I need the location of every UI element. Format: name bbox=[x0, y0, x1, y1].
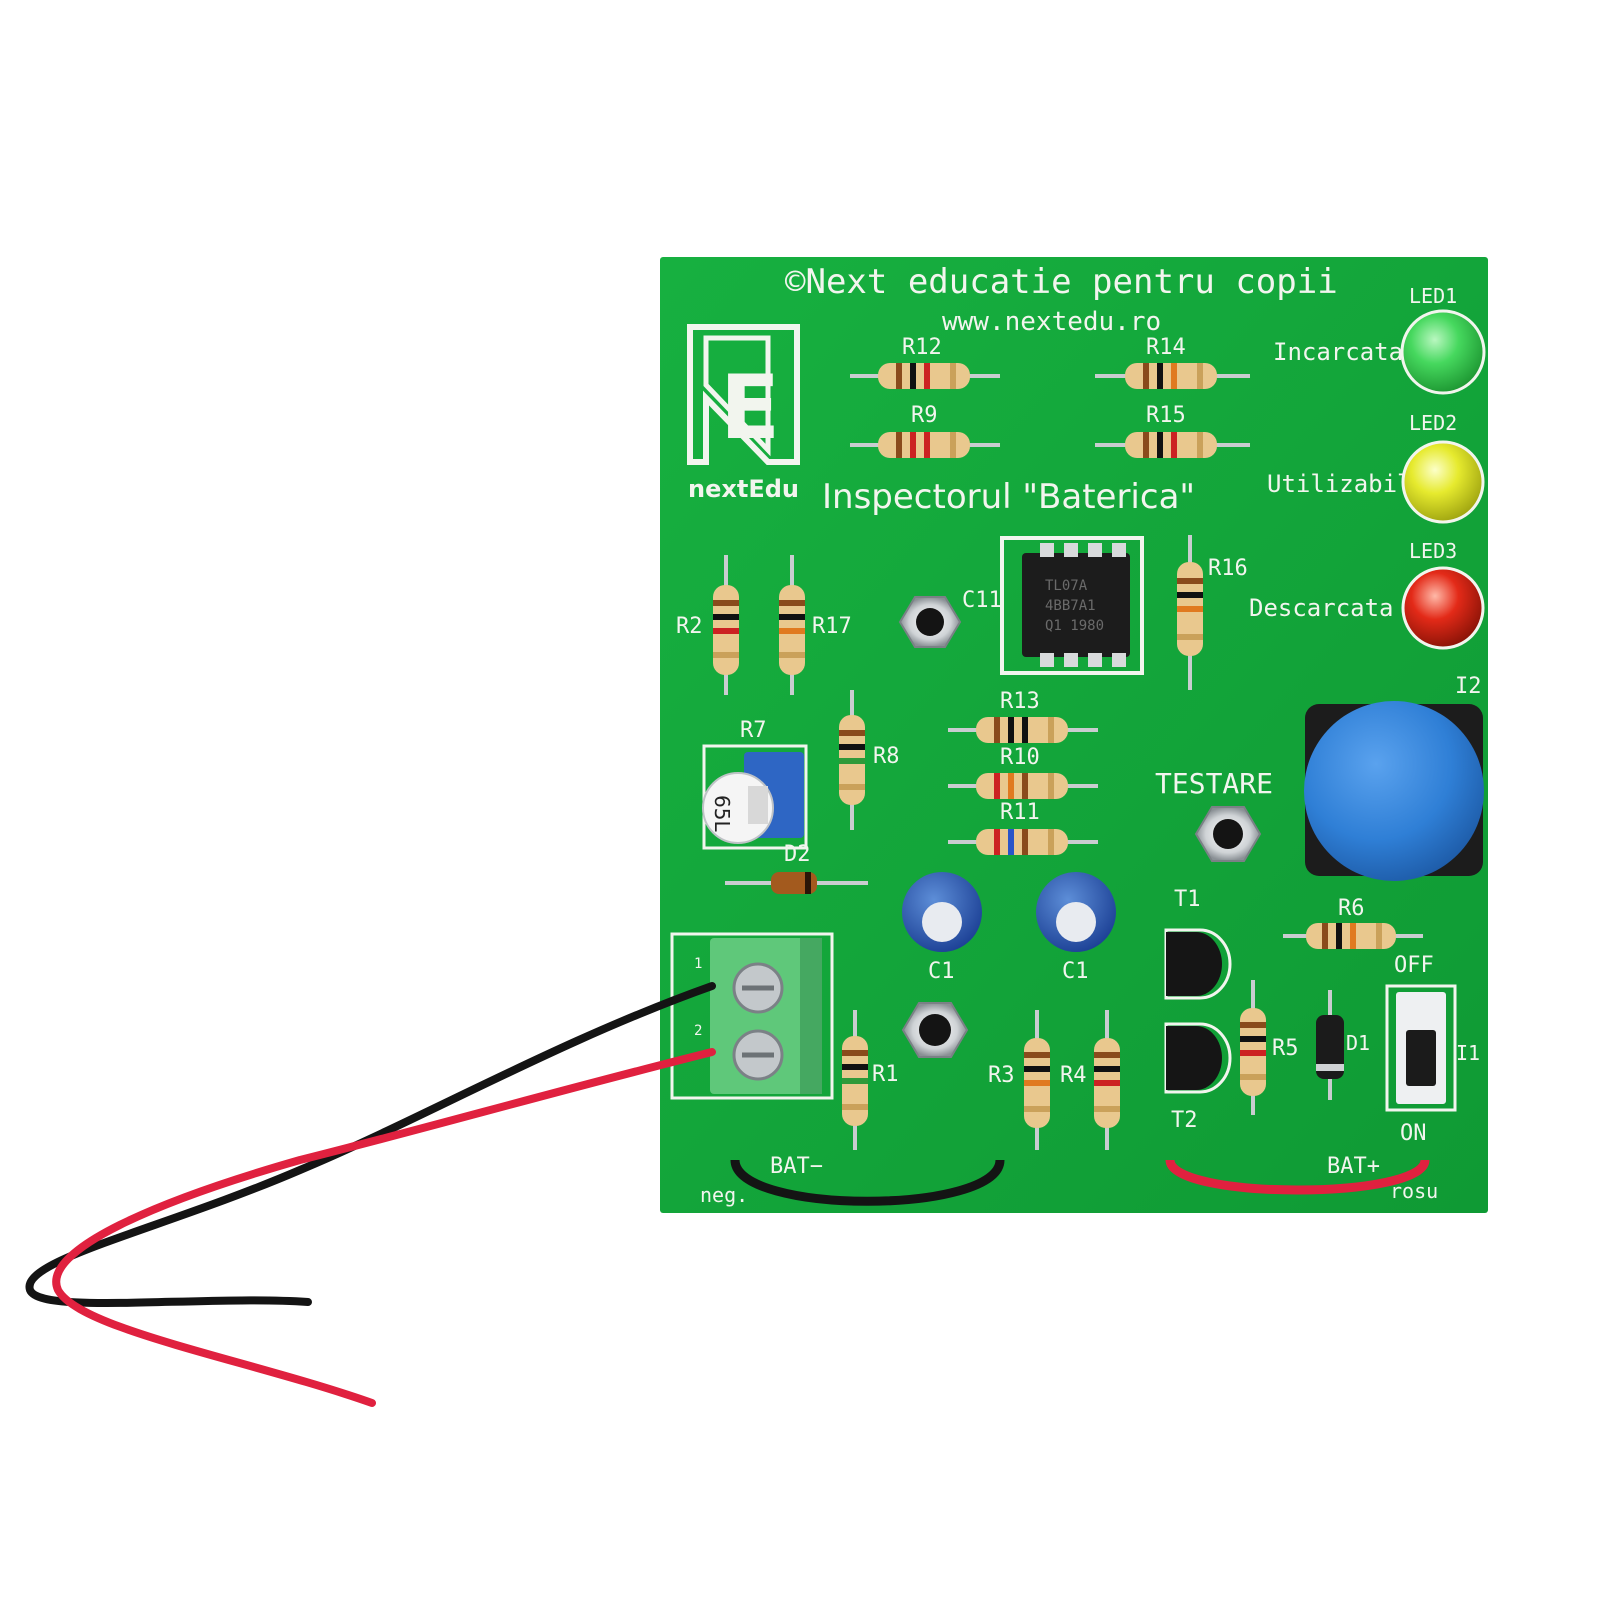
r5-ref: R5 bbox=[1272, 1036, 1299, 1061]
switch-on-label: ON bbox=[1400, 1121, 1427, 1146]
resistor-r1 bbox=[842, 1010, 868, 1150]
t2-ref: T2 bbox=[1171, 1108, 1198, 1133]
t1-ref: T1 bbox=[1174, 887, 1201, 912]
bat-minus-wire bbox=[730, 1159, 1005, 1206]
bat-plus-wire bbox=[1165, 1158, 1430, 1195]
copyright-text: ©Next educatie pentru copii bbox=[785, 262, 1338, 302]
resistor-r17 bbox=[779, 555, 805, 695]
led1-group: LED1 Incarcata bbox=[1273, 284, 1486, 395]
resistor-r14: R14 bbox=[1095, 335, 1250, 389]
board-title: Inspectorul "Baterica" bbox=[822, 477, 1195, 517]
resistor-r15: R15 bbox=[1095, 403, 1250, 458]
mounting-nut-bottom bbox=[901, 1002, 969, 1058]
resistor-r5 bbox=[1240, 980, 1266, 1115]
r6-ref: R6 bbox=[1338, 896, 1365, 921]
transistor-t2 bbox=[1164, 1022, 1232, 1094]
r1-ref: R1 bbox=[872, 1062, 899, 1087]
resistor-r11: R11 bbox=[948, 800, 1098, 855]
pos-label: rosu bbox=[1390, 1179, 1438, 1203]
led2-ref: LED2 bbox=[1409, 411, 1457, 435]
brand-text: nextEdu bbox=[688, 475, 799, 503]
led1-label: Incarcata bbox=[1273, 338, 1403, 366]
r4-ref: R4 bbox=[1060, 1063, 1087, 1088]
c1-left-ref: C1 bbox=[928, 959, 955, 984]
resistor-r10: R10 bbox=[948, 745, 1098, 799]
red-lead-wire bbox=[52, 1048, 716, 1407]
ic-line1: TL07A bbox=[1045, 578, 1088, 594]
r12-ref: R12 bbox=[902, 335, 942, 360]
switch-off-label: OFF bbox=[1394, 953, 1434, 978]
testare-label: TESTARE bbox=[1155, 767, 1273, 800]
transistor-t1 bbox=[1164, 928, 1232, 1000]
led3-red bbox=[1401, 566, 1485, 650]
trimmer-r7: 65L bbox=[702, 744, 808, 850]
test-button-blue[interactable] bbox=[1304, 701, 1484, 881]
resistor-r16 bbox=[1177, 535, 1203, 690]
led2-yellow bbox=[1401, 440, 1485, 524]
resistor-r4 bbox=[1094, 1010, 1120, 1150]
led3-group: LED3 Descarcata bbox=[1249, 539, 1485, 650]
resistor-r9: R9 bbox=[850, 403, 1000, 458]
ic-chip: TL07A 4BB7A1 Q1 1980 bbox=[1000, 536, 1144, 675]
r13-ref: R13 bbox=[1000, 689, 1040, 714]
i2-ref: I2 bbox=[1455, 674, 1482, 699]
r3-ref: R3 bbox=[988, 1063, 1015, 1088]
resistor-r8 bbox=[839, 690, 865, 830]
r7-ref: R7 bbox=[740, 718, 767, 743]
resistor-r2 bbox=[713, 555, 739, 695]
capacitor-c1-left: C1 bbox=[902, 872, 982, 984]
led2-label: Utilizabila bbox=[1267, 470, 1426, 498]
r15-ref: R15 bbox=[1146, 403, 1186, 428]
pot-code: 65L bbox=[710, 795, 734, 832]
power-switch[interactable] bbox=[1385, 984, 1457, 1112]
capacitor-c1-right: C1 bbox=[1036, 872, 1116, 984]
c1-right-ref: C1 bbox=[1062, 959, 1089, 984]
resistor-r6: R6 bbox=[1283, 896, 1423, 949]
black-lead-wire bbox=[25, 982, 716, 1307]
r17-ref: R17 bbox=[812, 614, 852, 639]
resistor-r13: R13 bbox=[948, 689, 1098, 743]
diode-d2 bbox=[725, 872, 868, 894]
r10-ref: R10 bbox=[1000, 745, 1040, 770]
r16-ref: R16 bbox=[1208, 556, 1248, 581]
diode-d1 bbox=[1316, 990, 1344, 1100]
ic-line2: 4BB7A1 bbox=[1045, 598, 1096, 614]
r11-ref: R11 bbox=[1000, 800, 1040, 825]
led2-group: LED2 Utilizabila bbox=[1267, 411, 1485, 524]
test-button-small[interactable] bbox=[1194, 806, 1262, 862]
r9-ref: R9 bbox=[911, 403, 938, 428]
d1-ref: D1 bbox=[1346, 1031, 1370, 1055]
website-text: www.nextedu.ro bbox=[942, 307, 1161, 337]
led1-green bbox=[1400, 309, 1486, 395]
bat-plus-label: BAT+ bbox=[1327, 1154, 1380, 1179]
resistor-r12: R12 bbox=[850, 335, 1000, 389]
neg-label: neg. bbox=[700, 1183, 748, 1207]
r14-ref: R14 bbox=[1146, 335, 1186, 360]
d2-ref: D2 bbox=[784, 842, 811, 867]
mounting-nut-top bbox=[898, 596, 962, 648]
i1-ref: I1 bbox=[1456, 1041, 1480, 1065]
resistor-r3 bbox=[1024, 1010, 1050, 1150]
led1-ref: LED1 bbox=[1409, 284, 1457, 308]
r8-ref: R8 bbox=[873, 744, 900, 769]
ic-line3: Q1 1980 bbox=[1045, 618, 1104, 634]
r2-ref: R2 bbox=[676, 614, 703, 639]
terminal-pin-1: 1 bbox=[694, 956, 702, 972]
led3-label: Descarcata bbox=[1249, 594, 1394, 622]
bat-minus-label: BAT− bbox=[770, 1154, 823, 1179]
terminal-block: 1 2 bbox=[670, 932, 834, 1100]
nextedu-logo: E bbox=[687, 324, 800, 465]
pcb-board bbox=[660, 257, 1488, 1213]
logo-letter: E bbox=[720, 356, 780, 459]
c11-ref: C11 bbox=[962, 588, 1002, 613]
led3-ref: LED3 bbox=[1409, 539, 1457, 563]
terminal-pin-2: 2 bbox=[694, 1023, 702, 1039]
